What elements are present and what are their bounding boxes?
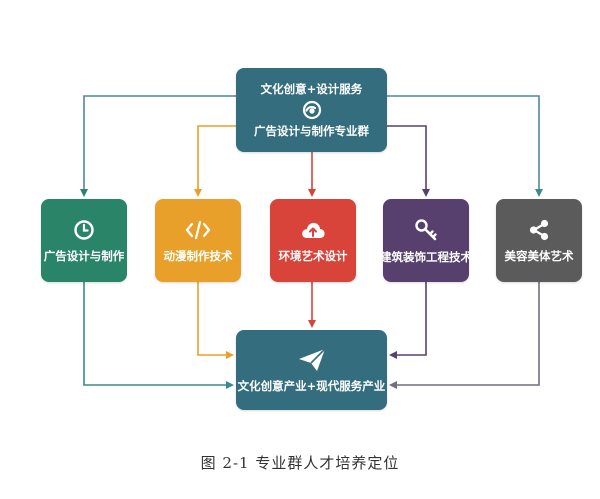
major-box-architectural-decoration: 建筑装饰工程技术	[380, 199, 472, 282]
major-label: 建筑装饰工程技术	[380, 249, 472, 264]
arrow-major-5-to-bottom	[389, 282, 540, 389]
top-box: 文化创意+设计服务 广告设计与制作专业群	[236, 68, 387, 152]
arrow-major-4-to-bottom	[389, 282, 427, 359]
major-label: 环境艺术设计	[278, 248, 348, 263]
major-box-environment-art: 环境艺术设计	[270, 199, 356, 282]
major-label: 广告设计与制作	[43, 248, 125, 263]
arrow-top-to-major-1	[80, 95, 236, 197]
bottom-box-label: 文化创意产业+现代服务产业	[237, 379, 386, 393]
major-box-animation: 动漫制作技术	[155, 199, 241, 282]
major-label: 动漫制作技术	[163, 248, 233, 263]
eye-icon	[300, 100, 324, 120]
top-box-line1: 文化创意+设计服务	[260, 82, 363, 96]
code-icon	[185, 219, 211, 241]
key-icon	[414, 218, 438, 242]
cloud-upload-icon	[300, 219, 326, 241]
figure-caption: 图 2-1 专业群人才培养定位	[200, 454, 400, 472]
major-box-beauty-art: 美容美体艺术	[496, 199, 582, 282]
paper-plane-icon	[296, 347, 328, 373]
share-icon	[528, 219, 550, 241]
arrow-major-2-to-bottom	[197, 282, 234, 359]
arrow-top-to-major-4	[387, 125, 430, 197]
major-box-ad-design: 广告设计与制作	[41, 199, 127, 282]
major-label: 美容美体艺术	[504, 248, 574, 263]
bottom-box: 文化创意产业+现代服务产业	[236, 330, 387, 410]
arrow-top-to-major-2	[194, 125, 236, 197]
arrow-top-to-major-5	[387, 95, 543, 197]
clock-icon	[73, 219, 95, 241]
arrow-major-1-to-bottom	[83, 282, 234, 389]
top-box-line2: 广告设计与制作专业群	[254, 124, 369, 138]
